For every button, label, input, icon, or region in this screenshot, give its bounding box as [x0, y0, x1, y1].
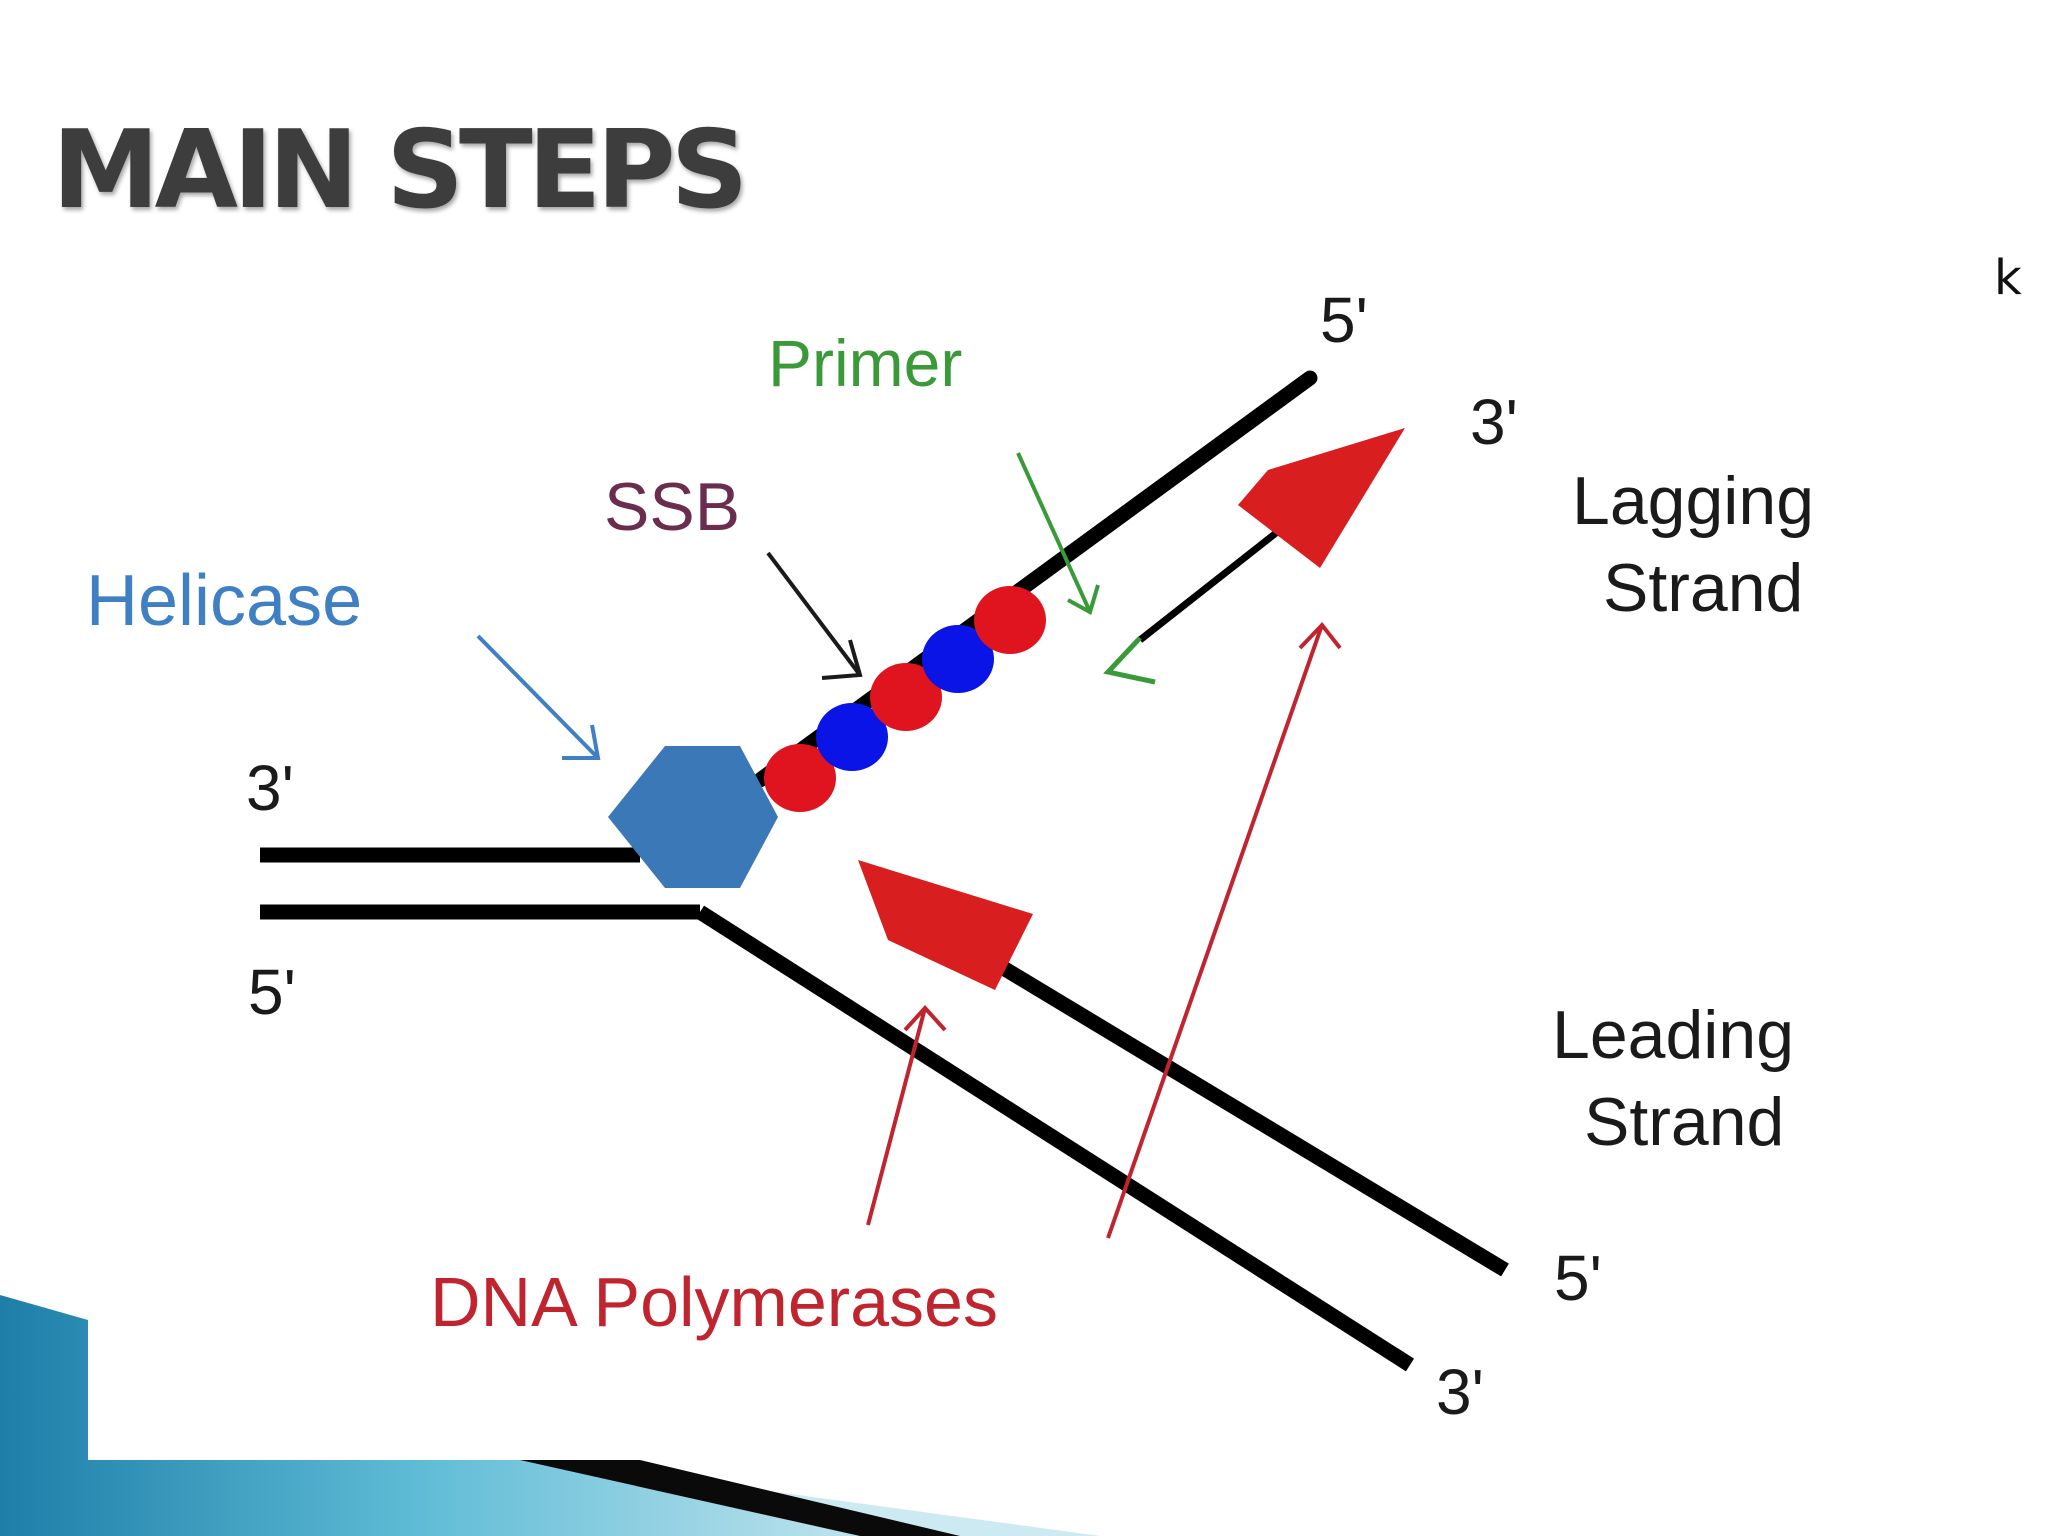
primer-arrow [1016, 452, 1100, 615]
ssb-arrow [766, 551, 863, 680]
leading-strand-label: Leading Strand [1552, 997, 1813, 1160]
helicase-label: Helicase [86, 561, 362, 641]
dna-polymerase-leading [858, 860, 1033, 990]
leading-strand-label-line: Leading [1552, 997, 1794, 1073]
dna-polymerase-lagging [1238, 428, 1405, 568]
helicase-hexagon [608, 746, 778, 888]
leading-template-strand [695, 905, 1415, 1372]
lagging-new-strand [1137, 519, 1293, 643]
black-swoosh [520, 1460, 960, 1536]
lagging-template-end-label: 5' [1320, 284, 1368, 356]
leading-strand-label-line: Strand [1584, 1084, 1784, 1160]
ssb-protein-red [870, 663, 942, 731]
ssb-label: SSB [604, 469, 740, 545]
primer-label: Primer [768, 326, 962, 400]
lagging-strand-label-line: Lagging [1572, 463, 1814, 539]
ssb-protein-blue [816, 703, 888, 771]
lagging-new-strand-end-label: 3' [1470, 386, 1518, 458]
primer-segment [1103, 636, 1156, 685]
parent-bottom-end-label: 5' [248, 956, 296, 1028]
blue-wedge [0, 1295, 930, 1536]
leading-template-end-label: 5' [1554, 1242, 1602, 1314]
ssb-proteins [764, 586, 1046, 812]
polymerase-arrows [866, 621, 1342, 1239]
parent-top-end-label: 3' [246, 752, 294, 824]
leading-new-strand [986, 953, 1509, 1277]
ssb-protein-red [764, 744, 836, 812]
ssb-protein-blue [922, 625, 994, 693]
lagging-strand-label-line: Strand [1603, 550, 1803, 626]
lagging-strand-label: Lagging Strand [1572, 463, 1833, 626]
dna-polymerases-label: DNA Polymerases [430, 1263, 998, 1341]
slide-title: MAIN STEPS [52, 108, 748, 233]
slide-text-fragment: k [1994, 250, 2022, 306]
helicase-arrow [476, 634, 601, 760]
ssb-protein-red [974, 586, 1046, 654]
leading-new-strand-end-label: 3' [1436, 1356, 1484, 1428]
